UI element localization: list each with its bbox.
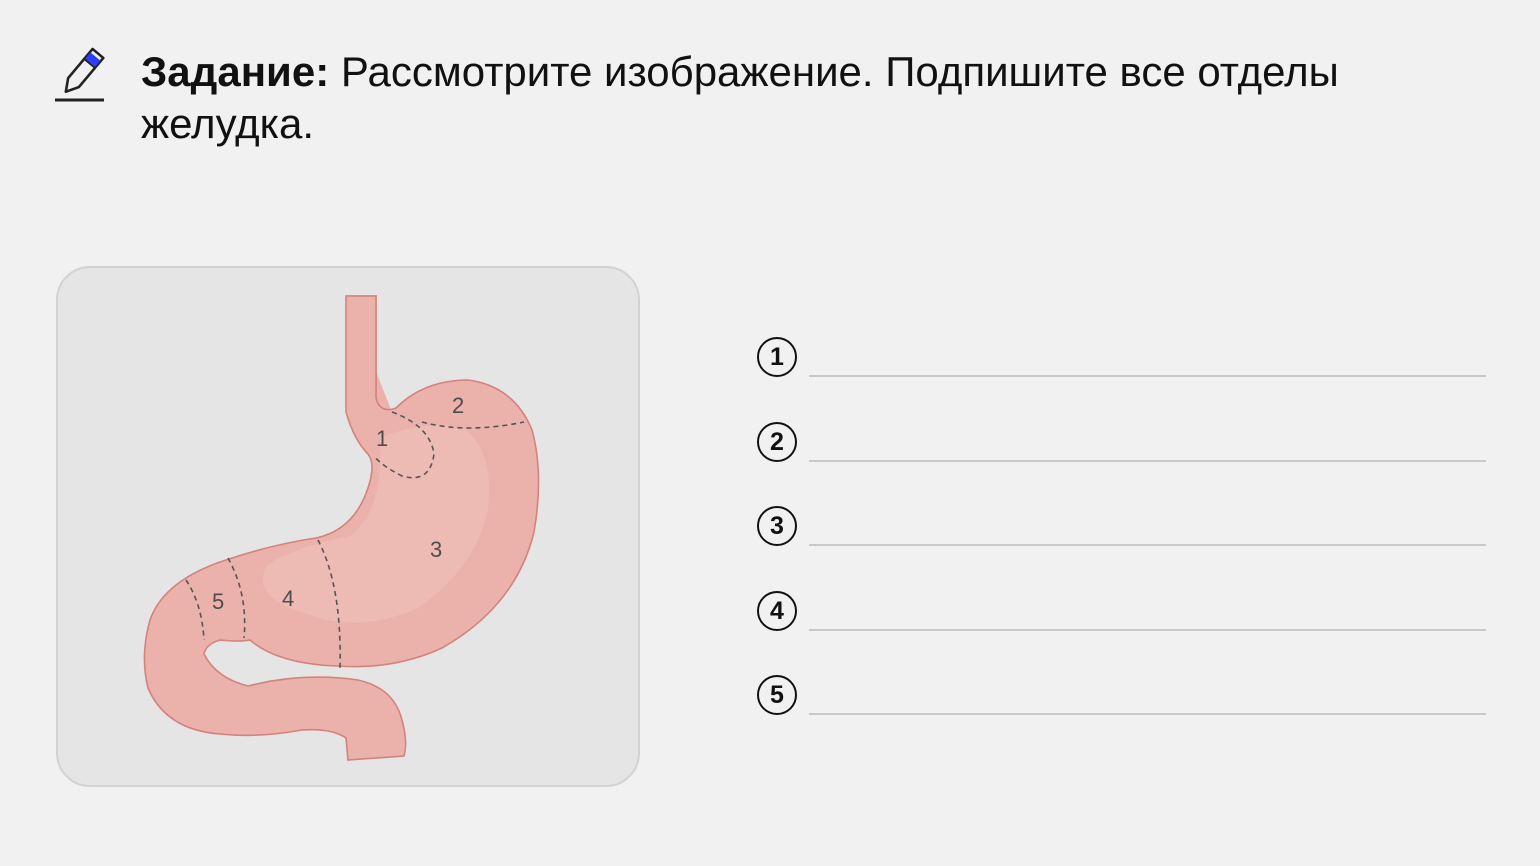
answer-row-2: 2 [757,422,1487,468]
stomach-illustration: 1 2 3 4 5 [143,295,540,761]
answer-line-3[interactable] [809,544,1486,546]
region-label-5: 5 [212,589,224,614]
task-label: Задание: [141,48,330,95]
region-label-4: 4 [282,586,294,611]
region-label-2: 2 [452,393,464,418]
stomach-figure-panel: 1 2 3 4 5 [56,266,640,787]
answer-number-3: 3 [757,506,797,546]
answer-row-3: 3 [757,506,1487,552]
answer-number-4: 4 [757,591,797,631]
answer-line-5[interactable] [809,713,1486,715]
answer-number-2: 2 [757,422,797,462]
region-label-1: 1 [376,426,388,451]
answer-number-1: 1 [757,337,797,377]
region-label-3: 3 [430,537,442,562]
answer-row-5: 5 [757,675,1487,721]
answer-row-1: 1 [757,337,1487,383]
answer-number-5: 5 [757,675,797,715]
task-instruction: Задание: Рассмотрите изображение. Подпиш… [141,46,1471,150]
task-text: Рассмотрите изображение. Подпишите все о… [141,48,1339,147]
answer-line-1[interactable] [809,375,1486,377]
answer-row-4: 4 [757,591,1487,637]
answer-line-2[interactable] [809,460,1486,462]
answer-line-4[interactable] [809,629,1486,631]
pencil-icon [52,44,108,104]
